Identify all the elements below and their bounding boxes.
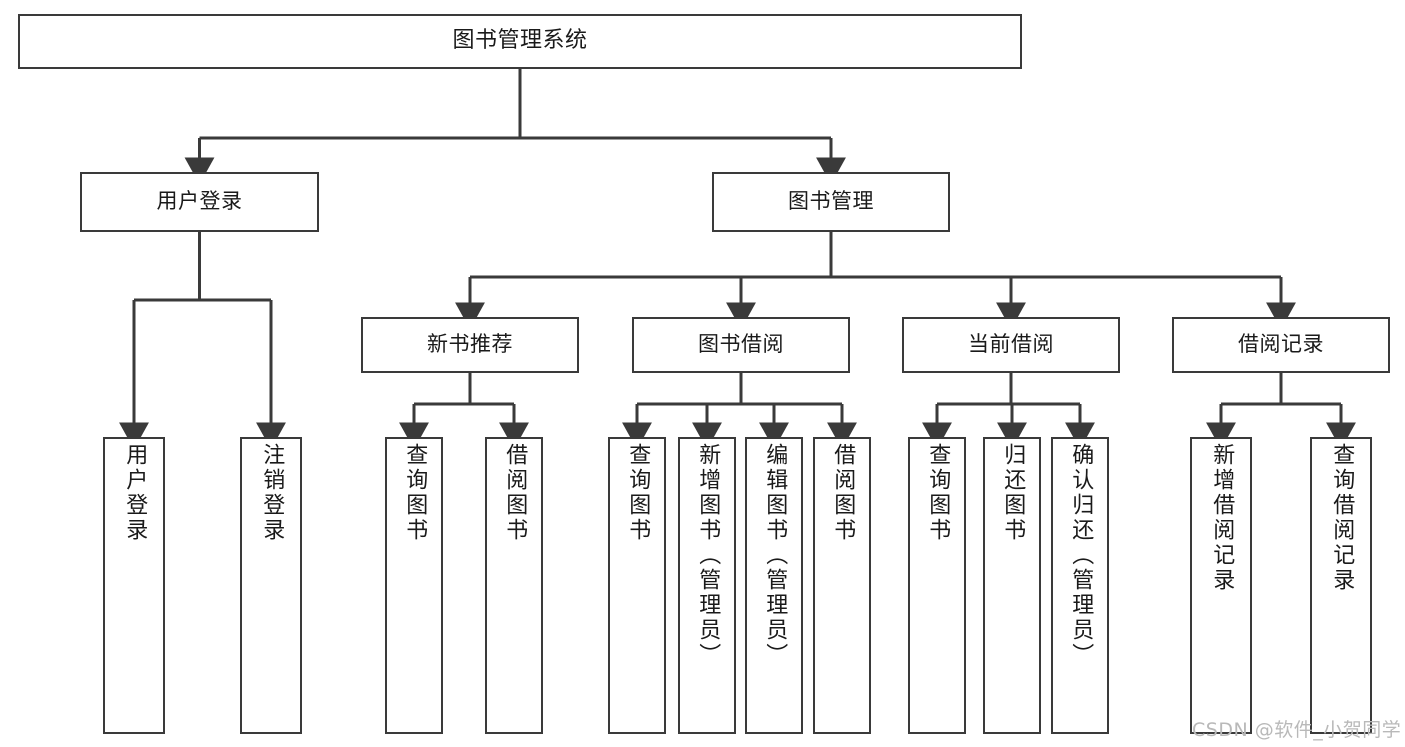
node-book-borrow-label: 图书借阅 [698,332,784,357]
node-current-borrow-label: 当前借阅 [968,332,1054,357]
leaf-return-book-label: 归还图书 [1000,443,1026,543]
leaf-return-book[interactable]: 归还图书 [983,437,1041,734]
leaf-add-book-admin[interactable]: 新增图书（管理员） [678,437,736,734]
leaf-confirm-return-admin-label: 确认归还（管理员） [1068,443,1094,668]
leaf-logout[interactable]: 注销登录 [240,437,302,734]
leaf-borrow-book-recommend-label: 借阅图书 [502,443,528,543]
leaf-edit-book-admin-label: 编辑图书（管理员） [762,443,788,668]
node-book-management-label: 图书管理 [788,189,874,214]
node-new-book-recommend[interactable]: 新书推荐 [361,317,579,373]
leaf-query-borrow-record[interactable]: 查询借阅记录 [1310,437,1372,734]
connector-lines [119,69,1356,450]
leaf-query-borrow-record-label: 查询借阅记录 [1329,443,1355,593]
leaf-query-book-recommend-label: 查询图书 [402,443,428,543]
leaf-query-book-current[interactable]: 查询图书 [908,437,966,734]
node-book-borrow[interactable]: 图书借阅 [632,317,850,373]
leaf-add-borrow-record-label: 新增借阅记录 [1209,443,1235,593]
leaf-logout-label: 注销登录 [259,443,285,543]
node-root-label: 图书管理系统 [452,28,588,54]
leaf-borrow-book-label: 借阅图书 [830,443,856,543]
leaf-query-book-recommend[interactable]: 查询图书 [385,437,443,734]
leaf-user-login[interactable]: 用户登录 [103,437,165,734]
node-user-login-label: 用户登录 [156,189,243,214]
leaf-query-book[interactable]: 查询图书 [608,437,666,734]
node-borrow-record[interactable]: 借阅记录 [1172,317,1390,373]
leaf-borrow-book[interactable]: 借阅图书 [813,437,871,734]
node-book-management[interactable]: 图书管理 [712,172,950,232]
leaf-add-book-admin-label: 新增图书（管理员） [695,443,721,668]
leaf-query-book-current-label: 查询图书 [925,443,951,543]
leaf-borrow-book-recommend[interactable]: 借阅图书 [485,437,543,734]
leaf-add-borrow-record[interactable]: 新增借阅记录 [1190,437,1252,734]
node-borrow-record-label: 借阅记录 [1238,332,1324,357]
node-current-borrow[interactable]: 当前借阅 [902,317,1120,373]
node-new-book-recommend-label: 新书推荐 [427,332,513,357]
leaf-user-login-label: 用户登录 [122,443,148,543]
node-user-login[interactable]: 用户登录 [80,172,319,232]
leaf-query-book-label: 查询图书 [625,443,651,543]
node-root[interactable]: 图书管理系统 [18,14,1022,69]
leaf-edit-book-admin[interactable]: 编辑图书（管理员） [745,437,803,734]
leaf-confirm-return-admin[interactable]: 确认归还（管理员） [1051,437,1109,734]
